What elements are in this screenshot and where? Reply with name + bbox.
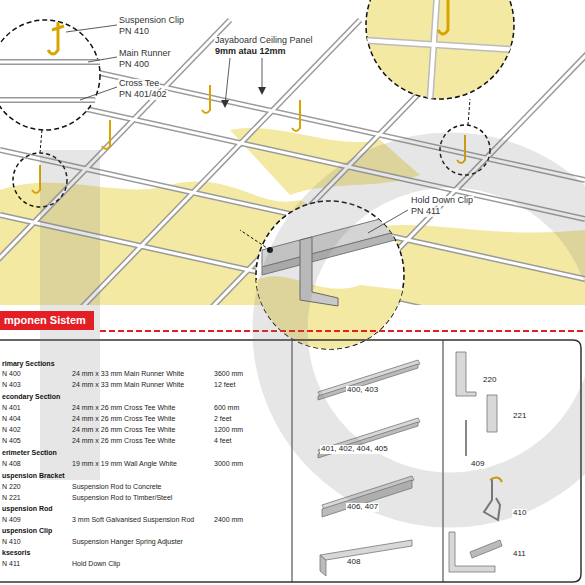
- table-cell: N 411: [2, 560, 20, 568]
- table-cell: N 403: [2, 381, 21, 389]
- table-cell: N 405: [2, 437, 21, 445]
- table-cell: N 402: [2, 426, 21, 434]
- section-heading: uspension Clip: [2, 527, 52, 535]
- table-cell: 24 mm x 26 mm Cross Tee White: [72, 404, 175, 412]
- table-cell: 3600 mm: [214, 370, 243, 378]
- callout-number: 401, 402, 404, 405: [320, 445, 389, 454]
- part-number: PN 400: [118, 60, 150, 70]
- table-cell: N 408: [2, 460, 21, 468]
- part-number: PN 401/402: [118, 90, 168, 100]
- section-heading: uspension Bracket: [2, 472, 65, 480]
- banner-text: mponen Sistem: [4, 314, 86, 326]
- table-cell: N 220: [2, 483, 21, 491]
- table-cell: Suspension Hanger Spring Adjuster: [72, 538, 183, 546]
- table-cell: N 409: [2, 516, 21, 524]
- table-cell: 12 feet: [214, 381, 235, 389]
- section-heading: econdary Section: [2, 393, 60, 401]
- table-cell: 24 mm x 26 mm Cross Tee White: [72, 415, 175, 423]
- callout-number: 406, 407: [346, 503, 379, 512]
- callout-number: 409: [470, 460, 485, 469]
- table-cell: 4 feet: [214, 437, 232, 445]
- table-cell: 24 mm x 33 mm Main Runner White: [72, 381, 184, 389]
- section-heading: erimeter Section: [2, 449, 57, 457]
- part-label: Jayaboard Ceiling Panel: [214, 36, 314, 46]
- table-cell: 1200 mm: [214, 426, 243, 434]
- table-cell: Hold Down Clip: [72, 560, 120, 568]
- table-cell: 2400 mm: [214, 516, 243, 524]
- table-cell: N 221: [2, 494, 21, 502]
- table-cell: N 401: [2, 404, 21, 412]
- part-label: Suspension Clip: [118, 16, 185, 26]
- section-banner: mponen Sistem: [0, 311, 94, 330]
- section-heading: uspension Rod: [2, 505, 53, 513]
- table-cell: 24 mm x 33 mm Main Runner White: [72, 370, 184, 378]
- part-label: Cross Tee: [118, 79, 160, 89]
- callout-number: 221: [512, 412, 527, 421]
- part-label: Main Runner: [118, 49, 172, 59]
- part-number: PN 411: [410, 207, 441, 217]
- table-cell: 24 mm x 26 mm Cross Tee White: [72, 426, 175, 434]
- callout-number: 400, 403: [346, 386, 379, 395]
- table-cell: Suspension Rod to Concrete: [72, 483, 162, 491]
- callout-number: 408: [346, 558, 361, 567]
- section-heading: rimary Sections: [2, 360, 55, 368]
- section-heading: ksesoris: [2, 549, 30, 557]
- table-cell: Suspension Rod to Timber/Steel: [72, 494, 172, 502]
- table-cell: N 410: [2, 538, 21, 546]
- callout-number: 220: [482, 376, 497, 385]
- table-cell: N 400: [2, 370, 21, 378]
- table-cell: 600 mm: [214, 404, 239, 412]
- part-number: PN 410: [118, 27, 150, 37]
- table-cell: N 404: [2, 415, 21, 423]
- table-cell: 19 mm x 19 mm Wall Angle White: [72, 460, 177, 468]
- table-cell: 3 mm Soft Galvanised Suspension Rod: [72, 516, 194, 524]
- callout-number: 411: [512, 550, 527, 559]
- table-cell: 3000 mm: [214, 460, 243, 468]
- callout-number: 410: [512, 509, 527, 518]
- table-cell: 24 mm x 26 mm Cross Tee White: [72, 437, 175, 445]
- table-cell: 2 feet: [214, 415, 232, 423]
- panel-thickness: 9mm atau 12mm: [214, 47, 287, 57]
- part-label: Hold Down Clip: [410, 196, 474, 206]
